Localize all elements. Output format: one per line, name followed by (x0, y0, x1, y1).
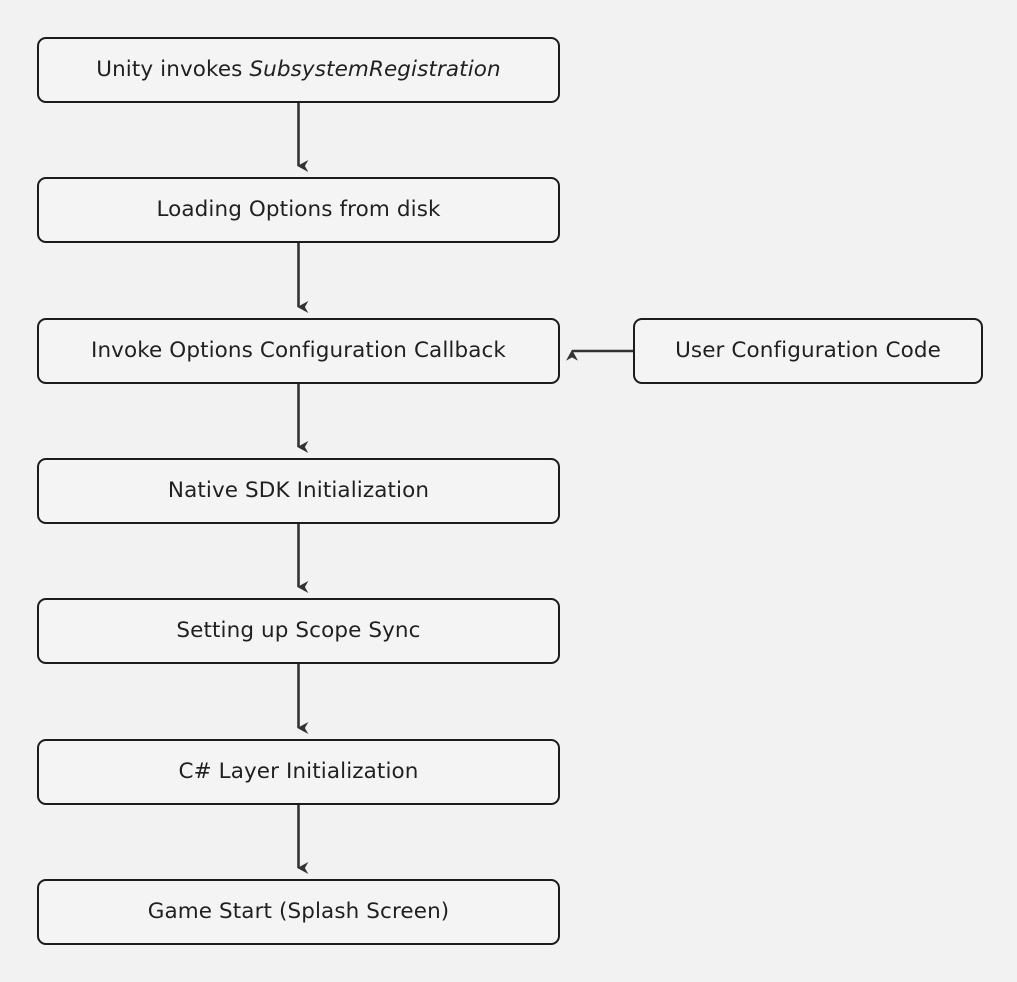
node-csharp-layer-initialization[interactable]: C# Layer Initialization (37, 739, 560, 805)
node-native-sdk-initialization[interactable]: Native SDK Initialization (37, 458, 560, 524)
node-label: Setting up Scope Sync (176, 618, 421, 644)
node-label: Loading Options from disk (156, 197, 441, 223)
node-label: Invoke Options Configuration Callback (91, 338, 506, 364)
node-label-emphasis: SubsystemRegistration (249, 57, 501, 83)
node-label: Game Start (Splash Screen) (147, 899, 450, 925)
node-user-configuration-code[interactable]: User Configuration Code (633, 318, 983, 384)
node-label: Unity invokes SubsystemRegistration (96, 57, 501, 83)
node-setting-up-scope-sync[interactable]: Setting up Scope Sync (37, 598, 560, 664)
node-label: C# Layer Initialization (178, 759, 419, 785)
node-label: Native SDK Initialization (167, 478, 430, 504)
node-game-start-splash-screen[interactable]: Game Start (Splash Screen) (37, 879, 560, 945)
node-unity-invokes-subsystem-registration[interactable]: Unity invokes SubsystemRegistration (37, 37, 560, 103)
node-label-prefix: Unity invokes (96, 57, 250, 83)
node-invoke-options-configuration-callback[interactable]: Invoke Options Configuration Callback (37, 318, 560, 384)
node-loading-options-from-disk[interactable]: Loading Options from disk (37, 177, 560, 243)
node-label: User Configuration Code (675, 338, 941, 364)
